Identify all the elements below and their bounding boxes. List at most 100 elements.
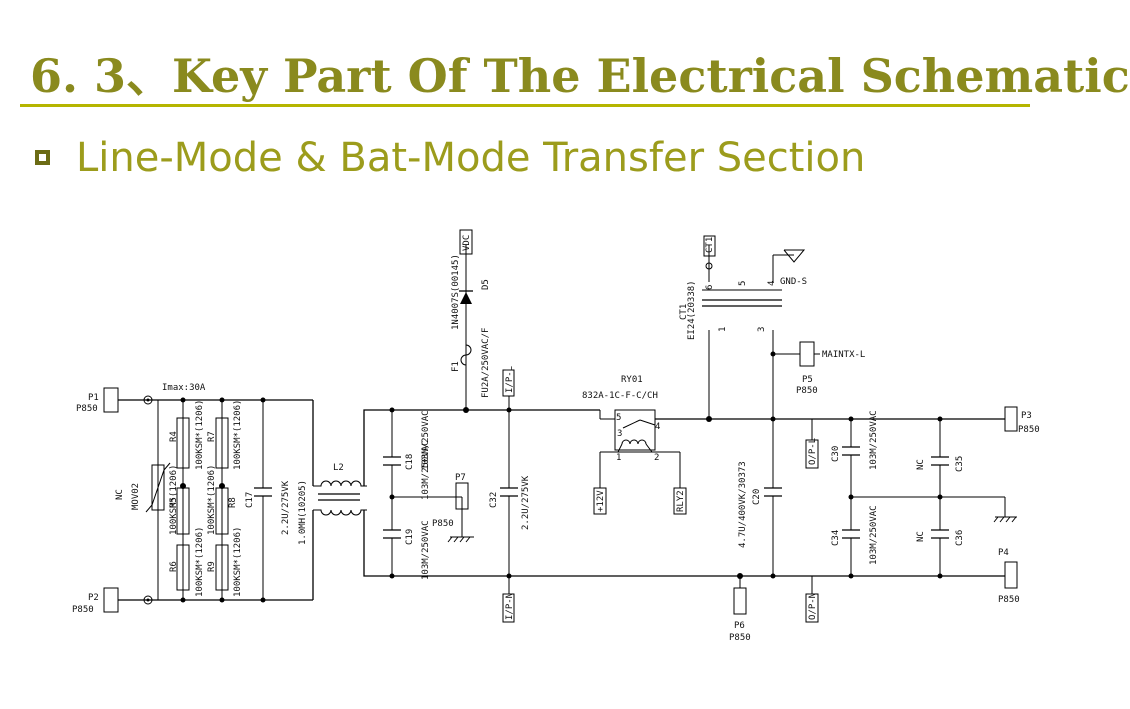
capacitor-c20: C20 4.7U/400VK/30373: [738, 461, 782, 548]
p5-type: P850: [796, 386, 818, 396]
ct1-label: CT1: [679, 304, 689, 320]
net-flag-opl: O/P-L: [805, 419, 819, 469]
capacitor-c35: NC C35: [916, 456, 965, 472]
ct-pin3: 3: [757, 327, 767, 332]
net-flag-ipn: I/P-N: [502, 576, 515, 623]
p4-label: P4: [998, 548, 1009, 558]
p2-label: P2: [88, 593, 99, 603]
p1-type: P850: [76, 404, 98, 414]
mov-label: MOV02: [131, 483, 141, 510]
diode-d5-fuse-f1: VDC D5 1N4007S(00145) F1 FU2A/250VAC/F: [451, 229, 491, 398]
plus12v-text: +12V: [596, 490, 606, 512]
c17-label: C17: [245, 492, 255, 508]
r7-value: 100KSM*(1206): [233, 400, 243, 470]
f1-value: FU2A/250VAC/F: [481, 328, 491, 398]
ry01-value: 832A-1C-F-C/CH: [582, 391, 658, 401]
c35-label: C35: [955, 456, 965, 472]
relay-pin4: 4: [655, 422, 660, 432]
capacitor-c30: C30 103M/250VAC: [831, 410, 879, 470]
c32-label: C32: [489, 492, 499, 508]
relay-pin2: 2: [654, 453, 659, 463]
c18-c19-mid-value: 103M/250VAC: [421, 440, 431, 500]
ipl-text: I/P-L: [505, 366, 515, 393]
connector-p4: P4 P850: [998, 548, 1020, 605]
connector-p6: P6 P850: [729, 587, 751, 643]
ct1-value: EI24(20338): [687, 280, 697, 340]
net-flag-ipl: I/P-L: [502, 366, 515, 410]
r6-label: R6: [169, 561, 179, 572]
square-bullet-icon: [35, 150, 50, 165]
r4-label: R4: [169, 431, 179, 442]
varistor-mov02: NC MOV02: [115, 462, 171, 513]
rly2-text: RLY2: [676, 490, 686, 512]
imax-label: Imax:30A: [162, 383, 206, 393]
c36-label: C36: [955, 530, 965, 546]
p6-type: P850: [729, 633, 751, 643]
capacitor-c18-c19: C18 103M/250VAC C19 103M/250VAC 103M/250…: [383, 410, 431, 580]
relay-pin5: 5: [616, 413, 621, 423]
capacitor-c17: C17 2.2U/275VK: [245, 480, 291, 535]
ct-pin6: 6: [705, 285, 715, 290]
c34-value: 103M/250VAC: [869, 505, 879, 565]
r6-value: 100KSM*(1206): [195, 527, 205, 597]
connector-p7: P7 P850: [432, 473, 474, 543]
p4-type: P850: [998, 595, 1020, 605]
c18-label: C18: [405, 454, 415, 470]
ct1-net-text: CT1: [705, 237, 715, 253]
opl-text: O/P-L: [808, 438, 818, 465]
p7-type: P850: [432, 519, 454, 529]
opn-text: O/P-N: [808, 593, 818, 620]
schematic-diagram: P1 P850 Imax:30A P2 P850 NC MOV02 R4 R5 …: [72, 229, 1040, 643]
r5-value: 100KSM*(1206): [169, 465, 179, 535]
relay-pin3: 3: [617, 429, 622, 439]
p3-label: P3: [1021, 411, 1032, 421]
mov-nc: NC: [115, 489, 125, 500]
ground-symbol: [993, 516, 1017, 523]
p6-label: P6: [734, 621, 745, 631]
connector-p3: P3 P850: [1004, 406, 1040, 435]
page-title: 6. 3、Key Part Of The Electrical Schemati…: [30, 49, 1130, 103]
junction-dots: [180, 351, 943, 603]
r5-label: R5: [169, 497, 179, 508]
maintx-label: MAINTX-L: [822, 350, 865, 360]
c30-label: C30: [831, 446, 841, 462]
c20-value: 4.7U/400VK/30373: [738, 461, 748, 548]
net-flag-12v: +12V: [593, 487, 607, 515]
c36-nc: NC: [916, 531, 926, 542]
vdc-text: VDC: [462, 235, 472, 251]
connector-p1: P1 P850 Imax:30A: [76, 383, 206, 414]
c19-label: C19: [405, 529, 415, 545]
ipn-text: I/P-N: [505, 593, 515, 620]
c30-value: 103M/250VAC: [869, 410, 879, 470]
ct-pin1: 1: [718, 327, 728, 332]
schematic-wires: [118, 245, 1006, 601]
inductor-l2: L2 1.0MH(10205): [298, 463, 367, 545]
p5-label: P5: [802, 375, 813, 385]
r9-label: R9: [207, 561, 217, 572]
r7-label: R7: [207, 431, 217, 442]
c18-value: 103M/250VAC: [421, 410, 431, 470]
c32-value: 2.2U/275VK: [521, 475, 531, 530]
c17-value: 2.2U/275VK: [281, 480, 291, 535]
net-flag-rly2: RLY2: [673, 487, 687, 515]
relay-pin1: 1: [616, 453, 621, 463]
gnd-s-label: GND-S: [780, 277, 807, 287]
r8-value: 100KSM*(1206): [207, 465, 217, 535]
ry01-label: RY01: [621, 375, 643, 385]
relay-ry01: RY01 832A-1C-F-C/CH 5 4 3 1 2: [582, 375, 660, 463]
ct-pin4: 4: [767, 281, 777, 286]
r9-value: 100KSM*(1206): [233, 527, 243, 597]
section-subtitle: Line-Mode & Bat-Mode Transfer Section: [76, 135, 866, 181]
l2-value: 1.0MH(10205): [298, 480, 308, 545]
capacitor-c34: C34 103M/250VAC: [831, 505, 879, 565]
c34-label: C34: [831, 530, 841, 546]
d5-label: D5: [481, 279, 491, 290]
r4-value: 100KSM*(1206): [195, 400, 205, 470]
c35-nc: NC: [916, 459, 926, 470]
p2-type: P850: [72, 605, 94, 615]
capacitor-c32: C32 2.2U/275VK: [489, 475, 531, 530]
p3-type: P850: [1018, 425, 1040, 435]
connector-p2: P2 P850: [72, 587, 153, 615]
l2-label: L2: [333, 463, 344, 473]
resistor-array: R4 R5 R6 R7 R8 R9 100KSM*(1206) 100KSM*(…: [169, 400, 243, 597]
